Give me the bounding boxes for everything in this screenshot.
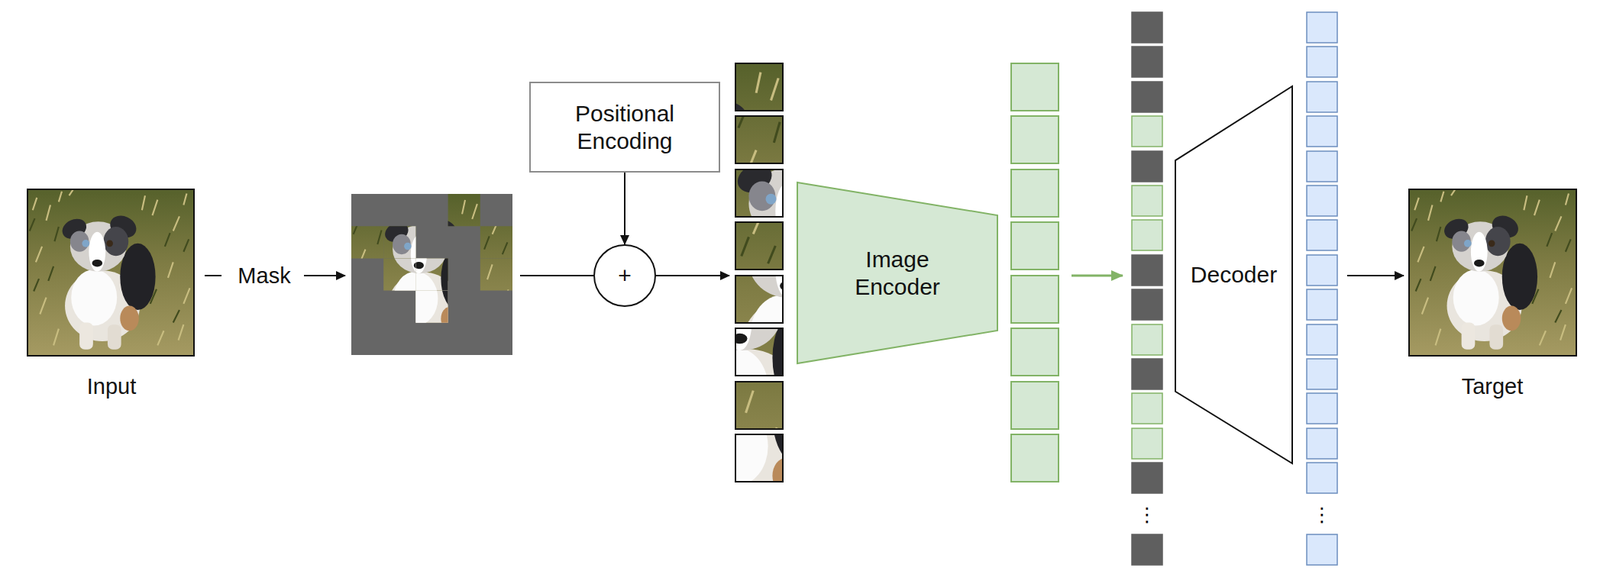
patch-frames xyxy=(735,63,783,482)
encoded-token xyxy=(1011,381,1059,430)
encoded-token xyxy=(1131,116,1163,147)
encoded-token xyxy=(1131,185,1163,217)
node-text: + xyxy=(617,261,632,290)
patch-image xyxy=(351,193,513,356)
flow-line xyxy=(520,274,594,277)
encoded-token xyxy=(1011,169,1059,217)
encoded-token xyxy=(1011,328,1059,376)
encoded-token xyxy=(1011,275,1059,324)
mask-token xyxy=(1131,151,1163,182)
arrow-tail xyxy=(204,274,222,277)
output-token xyxy=(1306,81,1338,113)
mask-arrow xyxy=(303,274,346,277)
image-label: Target xyxy=(1461,373,1524,401)
patch-image xyxy=(351,193,513,356)
patch-frame xyxy=(735,169,783,217)
output-token xyxy=(1306,393,1338,424)
output-token xyxy=(1306,255,1338,286)
ellipsis: ⋮ xyxy=(1312,503,1332,527)
patch-frame xyxy=(735,116,783,164)
patch-frame xyxy=(735,222,783,270)
encoded-token xyxy=(1131,428,1163,459)
connector-arrow xyxy=(623,172,626,245)
flow-arrow xyxy=(1071,274,1123,278)
masked-image xyxy=(351,193,513,356)
decoder-trapezoid: Decoder xyxy=(1174,85,1293,465)
patch-frame xyxy=(735,328,783,376)
encoder-trapezoid xyxy=(797,182,998,364)
flow-arrow xyxy=(656,274,730,277)
target-image xyxy=(1409,189,1577,356)
output-token xyxy=(1306,12,1338,43)
visible-patch xyxy=(351,193,513,356)
output-token xyxy=(1306,46,1338,78)
encoded-token xyxy=(1011,116,1059,164)
output-token xyxy=(1306,324,1338,356)
decoder-trapezoid xyxy=(1175,86,1293,464)
image-frame xyxy=(27,189,194,356)
encoded-token xyxy=(1011,434,1059,482)
encoded-token xyxy=(1011,222,1059,270)
patch-image xyxy=(351,193,513,356)
step-label: Mask xyxy=(237,262,291,290)
patch-image xyxy=(351,193,513,356)
process-box: Positional Encoding xyxy=(529,81,721,173)
patch-image xyxy=(351,193,513,356)
output-token xyxy=(1306,534,1338,566)
patch-frame xyxy=(735,275,783,324)
mask-token xyxy=(1131,289,1163,320)
output-token xyxy=(1306,185,1338,217)
mask-token xyxy=(1131,462,1163,494)
ellipsis: ⋮ xyxy=(1137,503,1158,527)
node-text: Decoder xyxy=(1190,261,1277,289)
visible-patch xyxy=(351,193,513,356)
encoded-token xyxy=(1011,63,1059,111)
encoded-token xyxy=(1131,219,1163,251)
visible-patch xyxy=(351,193,513,356)
input-image xyxy=(27,189,194,356)
mask-token xyxy=(1131,46,1163,78)
output-token xyxy=(1306,219,1338,251)
patch-frame xyxy=(735,63,783,111)
mask-token xyxy=(1131,81,1163,113)
patch-frame xyxy=(735,434,783,482)
output-token xyxy=(1306,151,1338,182)
encoder-trapezoid: Image Encoder xyxy=(796,181,999,365)
flow-arrow xyxy=(1347,274,1404,277)
output-token xyxy=(1306,116,1338,147)
node-text: Image Encoder xyxy=(832,245,963,301)
node-text: Positional Encoding xyxy=(555,100,694,156)
mask-token xyxy=(1131,255,1163,286)
output-token xyxy=(1306,428,1338,459)
visible-patch xyxy=(351,193,513,356)
encoded-token xyxy=(1131,324,1163,356)
visible-patch xyxy=(351,193,513,356)
encoded-tokens xyxy=(1011,63,1059,482)
output-token xyxy=(1306,358,1338,390)
output-token xyxy=(1306,289,1338,320)
patch-image xyxy=(351,193,513,356)
mask-token xyxy=(1131,12,1163,43)
mask-ground xyxy=(351,193,513,356)
visible-patch xyxy=(351,193,513,356)
output-token-column xyxy=(1306,12,1338,566)
encoded-token xyxy=(1131,393,1163,424)
image-label: Input xyxy=(87,373,137,401)
sum-circle: + xyxy=(593,244,657,308)
full-token-column xyxy=(1131,12,1163,566)
patch-image xyxy=(351,193,513,356)
shape-outline xyxy=(796,181,999,365)
visible-patch xyxy=(351,193,513,356)
patch-frame xyxy=(735,381,783,430)
image-frame xyxy=(1409,189,1577,356)
visible-patch xyxy=(351,193,513,356)
mask-token xyxy=(1131,534,1163,566)
output-token xyxy=(1306,462,1338,494)
mask-token xyxy=(1131,358,1163,390)
patch-image xyxy=(351,193,513,356)
